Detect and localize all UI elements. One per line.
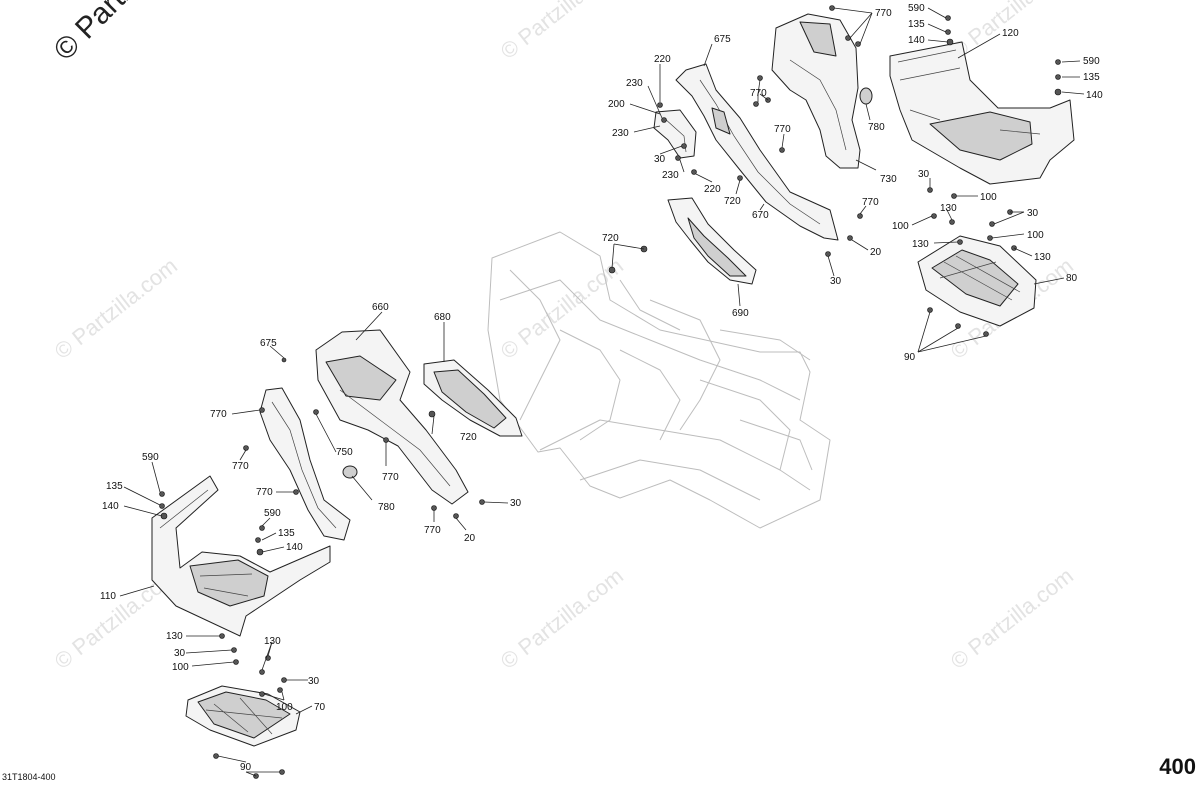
callout-770: 770 (774, 124, 791, 135)
callout-30: 30 (830, 276, 842, 287)
callout-100: 100 (1027, 230, 1044, 241)
callout-660: 660 (372, 302, 389, 313)
callout-90: 90 (240, 762, 252, 773)
callout-770: 770 (232, 461, 249, 472)
callout-100: 100 (276, 702, 293, 713)
part-690-panel (667, 197, 757, 285)
callout-70: 70 (314, 702, 326, 713)
callout-720: 720 (460, 432, 477, 443)
watermark: © Partzilla.com (50, 253, 182, 364)
callout-140: 140 (908, 35, 925, 46)
document-id: 31T1804-400 (2, 772, 56, 782)
callout-135: 135 (106, 481, 123, 492)
callout-30: 30 (308, 676, 320, 687)
callout-720: 720 (602, 233, 619, 244)
callout-230: 230 (662, 170, 679, 181)
callout-130: 130 (1034, 252, 1051, 263)
part-680-panel (423, 359, 523, 437)
callout-140: 140 (102, 501, 119, 512)
page-number: 400 (1159, 754, 1196, 779)
callout-220: 220 (654, 54, 671, 65)
callout-590: 590 (142, 452, 159, 463)
callout-135: 135 (908, 19, 925, 30)
callout-130: 130 (912, 239, 929, 250)
callout-690: 690 (732, 308, 749, 319)
callout-140: 140 (286, 542, 303, 553)
part-730-side-panel (771, 13, 873, 169)
callout-770: 770 (750, 88, 767, 99)
part-660-side-panel (315, 329, 469, 505)
callout-770: 770 (875, 8, 892, 19)
part-70-front-floor (185, 685, 301, 747)
callout-770: 770 (862, 197, 879, 208)
callout-590: 590 (264, 508, 281, 519)
callout-750: 750 (336, 447, 353, 458)
callout-730: 730 (880, 174, 897, 185)
callout-780: 780 (868, 122, 885, 133)
callout-100: 100 (980, 192, 997, 203)
callout-20: 20 (464, 533, 476, 544)
callout-140: 140 (1086, 90, 1103, 101)
part-750-inner-panel (259, 387, 351, 541)
part-780-grommet (342, 465, 358, 479)
callout-20: 20 (870, 247, 882, 258)
watermark-corner: © Partzilla (48, 0, 169, 67)
callout-770: 770 (382, 472, 399, 483)
callout-230: 230 (612, 128, 629, 139)
callout-30: 30 (510, 498, 522, 509)
callout-30: 30 (1027, 208, 1039, 219)
callout-675: 675 (260, 338, 277, 349)
callout-110: 110 (100, 591, 116, 602)
callout-100: 100 (892, 221, 909, 232)
callout-135: 135 (278, 528, 295, 539)
callout-30: 30 (174, 648, 186, 659)
callout-770: 770 (424, 525, 441, 536)
part-675-upper-cover (675, 63, 839, 241)
watermark: © Partzilla.com (496, 563, 628, 674)
callout-590: 590 (908, 3, 925, 14)
callout-80: 80 (1066, 273, 1078, 284)
callout-200: 200 (608, 99, 625, 110)
callout-90: 90 (904, 352, 916, 363)
part-110-front-fender (151, 475, 331, 637)
callout-680: 680 (434, 312, 451, 323)
callout-720: 720 (724, 196, 741, 207)
part-120-rear-fender (889, 41, 1075, 185)
callout-230: 230 (626, 78, 643, 89)
callout-220: 220 (704, 184, 721, 195)
callout-120: 120 (1002, 28, 1019, 39)
watermark: © Partzilla.com (496, 253, 628, 364)
part-200-bracket (653, 109, 697, 159)
callout-780: 780 (378, 502, 395, 513)
hardware-fasteners (159, 5, 1062, 779)
callout-30: 30 (654, 154, 666, 165)
watermark: © Partzilla.com (496, 0, 628, 64)
callout-670: 670 (752, 210, 769, 221)
callout-100: 100 (172, 662, 189, 673)
callout-770: 770 (256, 487, 273, 498)
leader-lines (119, 7, 1085, 777)
vehicle-frame-outline (487, 231, 831, 529)
part-80-rear-floor (917, 235, 1037, 327)
callout-135: 135 (1083, 72, 1100, 83)
callout-30: 30 (918, 169, 930, 180)
callout-770: 770 (210, 409, 227, 420)
callout-130: 130 (940, 203, 957, 214)
watermark: © Partzilla.com (946, 563, 1078, 674)
callout-590: 590 (1083, 56, 1100, 67)
callout-130: 130 (264, 636, 281, 647)
callout-130: 130 (166, 631, 183, 642)
callout-675: 675 (714, 34, 731, 45)
callout-labels: 770 590 135 140 120 590 135 140 675 220 … (100, 3, 1103, 773)
